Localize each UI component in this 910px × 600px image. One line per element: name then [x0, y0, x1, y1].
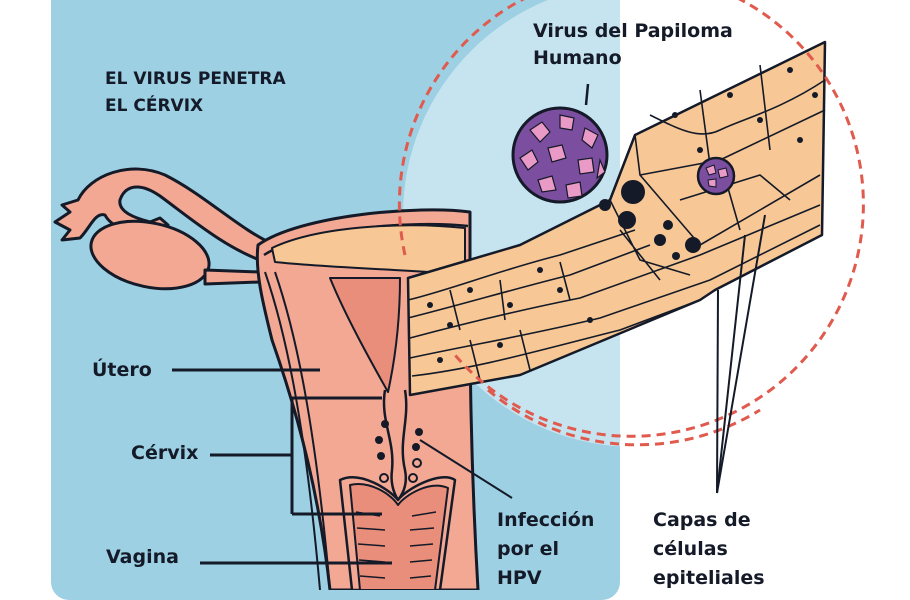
diagram-title: EL VIRUS PENETRA EL CÉRVIX [105, 66, 286, 120]
title-line-1: EL VIRUS PENETRA [105, 69, 286, 89]
hpv-virus-large [511, 106, 609, 204]
label-cervix: Cérvix [131, 442, 199, 464]
title-line-2: EL CÉRVIX [105, 96, 204, 116]
epithelial-layers-block [406, 40, 827, 397]
zoom-circle-outline [397, 0, 865, 438]
label-capas-line-2: células [653, 538, 728, 560]
label-infeccion-hpv: Infección por el HPV [497, 506, 594, 593]
label-virus-line-2: Humano [533, 47, 622, 69]
label-capas-line-3: epiteliales [653, 567, 765, 589]
label-virus: Virus del Papiloma Humano [533, 18, 733, 72]
label-virus-line-1: Virus del Papiloma [533, 20, 733, 42]
label-capas-epiteliales: Capas de células epiteliales [653, 506, 765, 593]
hpv-virus-small [696, 156, 736, 196]
label-capas-line-1: Capas de [653, 509, 751, 531]
label-vagina: Vagina [106, 546, 179, 568]
label-infeccion-line-2: por el [497, 538, 560, 560]
label-infeccion-line-3: HPV [497, 567, 542, 589]
label-utero: Útero [92, 359, 152, 381]
label-infeccion-line-1: Infección [497, 509, 595, 531]
leader-lines [172, 83, 766, 565]
